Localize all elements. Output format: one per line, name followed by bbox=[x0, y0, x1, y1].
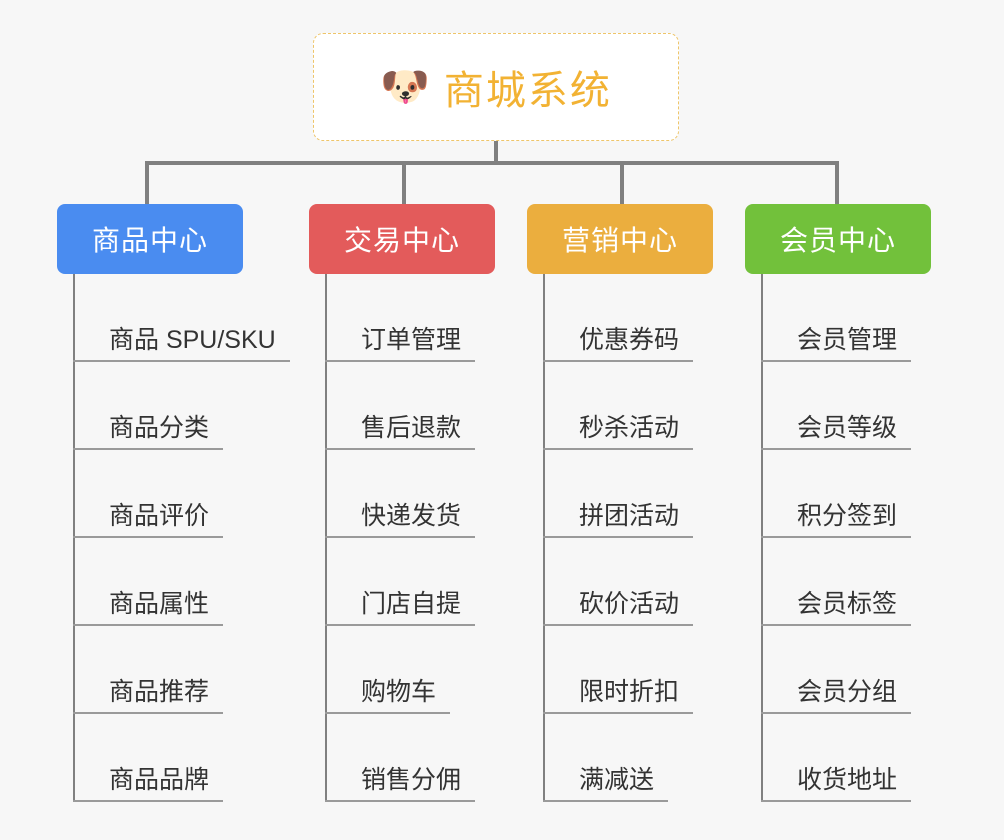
root-title: 商城系统 bbox=[443, 69, 612, 113]
leaf-item-label: 会员管理 bbox=[797, 325, 898, 354]
leaf-item[interactable]: 砍价活动 bbox=[543, 538, 694, 626]
leaf-item[interactable]: 限时折扣 bbox=[543, 626, 694, 714]
branch-trunk-line bbox=[761, 274, 763, 802]
leaf-item-label: 门店自提 bbox=[361, 589, 462, 618]
leaf-item[interactable]: 商品品牌 bbox=[73, 714, 224, 802]
leaf-item-label: 商品品牌 bbox=[109, 765, 210, 794]
leaf-item[interactable]: 门店自提 bbox=[325, 538, 476, 626]
leaf-item[interactable]: 快递发货 bbox=[325, 450, 476, 538]
category-box-2[interactable]: 交易中心 bbox=[309, 204, 495, 274]
category-label-4: 会员中心 bbox=[779, 225, 896, 256]
leaf-item-label: 会员标签 bbox=[797, 589, 898, 618]
leaf-item[interactable]: 会员等级 bbox=[761, 362, 912, 450]
leaf-item-label: 会员分组 bbox=[797, 677, 898, 706]
connector-horizontal-bus bbox=[145, 161, 839, 165]
leaf-item-label: 优惠券码 bbox=[579, 325, 680, 354]
leaf-item[interactable]: 拼团活动 bbox=[543, 450, 694, 538]
category-label-2: 交易中心 bbox=[343, 225, 460, 256]
leaf-item[interactable]: 订单管理 bbox=[325, 274, 476, 362]
leaf-item-label: 限时折扣 bbox=[579, 677, 680, 706]
leaf-item-label: 会员等级 bbox=[797, 413, 898, 442]
category-box-1[interactable]: 商品中心 bbox=[57, 204, 243, 274]
leaf-item[interactable]: 销售分佣 bbox=[325, 714, 476, 802]
connector-drop-2 bbox=[402, 161, 406, 204]
dog-face-icon: 🐶 bbox=[380, 65, 430, 109]
leaf-item-label: 砍价活动 bbox=[579, 589, 680, 618]
leaf-item[interactable]: 商品分类 bbox=[73, 362, 224, 450]
leaf-item-label: 快递发货 bbox=[361, 501, 462, 530]
connector-drop-4 bbox=[835, 161, 839, 204]
leaf-item-label: 商品分类 bbox=[109, 413, 210, 442]
leaf-item-label: 售后退款 bbox=[361, 413, 462, 442]
connector-root-stem bbox=[494, 141, 498, 163]
leaf-item-label: 满减送 bbox=[579, 765, 655, 794]
root-node[interactable]: 🐶 商城系统 bbox=[313, 33, 679, 141]
connector-drop-1 bbox=[145, 161, 149, 204]
leaf-item-label: 购物车 bbox=[361, 677, 437, 706]
branch-trunk-line bbox=[543, 274, 545, 802]
branch-trunk-line bbox=[325, 274, 327, 802]
leaf-item-label: 商品属性 bbox=[109, 589, 210, 618]
leaf-item[interactable]: 商品 SPU/SKU bbox=[73, 274, 290, 362]
branch-trunk-line bbox=[73, 274, 75, 802]
category-box-3[interactable]: 营销中心 bbox=[527, 204, 713, 274]
leaf-item[interactable]: 秒杀活动 bbox=[543, 362, 694, 450]
leaf-item[interactable]: 售后退款 bbox=[325, 362, 476, 450]
leaf-item[interactable]: 购物车 bbox=[325, 626, 451, 714]
leaf-item[interactable]: 积分签到 bbox=[761, 450, 912, 538]
leaf-item[interactable]: 商品推荐 bbox=[73, 626, 224, 714]
leaf-item[interactable]: 会员管理 bbox=[761, 274, 912, 362]
leaf-item-label: 销售分佣 bbox=[361, 765, 462, 794]
leaf-item[interactable]: 优惠券码 bbox=[543, 274, 694, 362]
category-box-4[interactable]: 会员中心 bbox=[745, 204, 931, 274]
leaf-item-label: 商品评价 bbox=[109, 501, 210, 530]
leaf-item-label: 收货地址 bbox=[797, 765, 898, 794]
leaf-item[interactable]: 商品属性 bbox=[73, 538, 224, 626]
leaf-item[interactable]: 会员分组 bbox=[761, 626, 912, 714]
leaf-item-label: 订单管理 bbox=[361, 325, 462, 354]
leaf-item-label: 积分签到 bbox=[797, 501, 898, 530]
leaf-item[interactable]: 会员标签 bbox=[761, 538, 912, 626]
category-label-3: 营销中心 bbox=[561, 225, 678, 256]
connector-drop-3 bbox=[620, 161, 624, 204]
leaf-item[interactable]: 商品评价 bbox=[73, 450, 224, 538]
leaf-item[interactable]: 满减送 bbox=[543, 714, 669, 802]
leaf-item-label: 商品 SPU/SKU bbox=[109, 325, 276, 354]
leaf-item-label: 秒杀活动 bbox=[579, 413, 680, 442]
leaf-item[interactable]: 收货地址 bbox=[761, 714, 912, 802]
category-label-1: 商品中心 bbox=[91, 225, 208, 256]
leaf-item-label: 拼团活动 bbox=[579, 501, 680, 530]
leaf-item-label: 商品推荐 bbox=[109, 677, 210, 706]
